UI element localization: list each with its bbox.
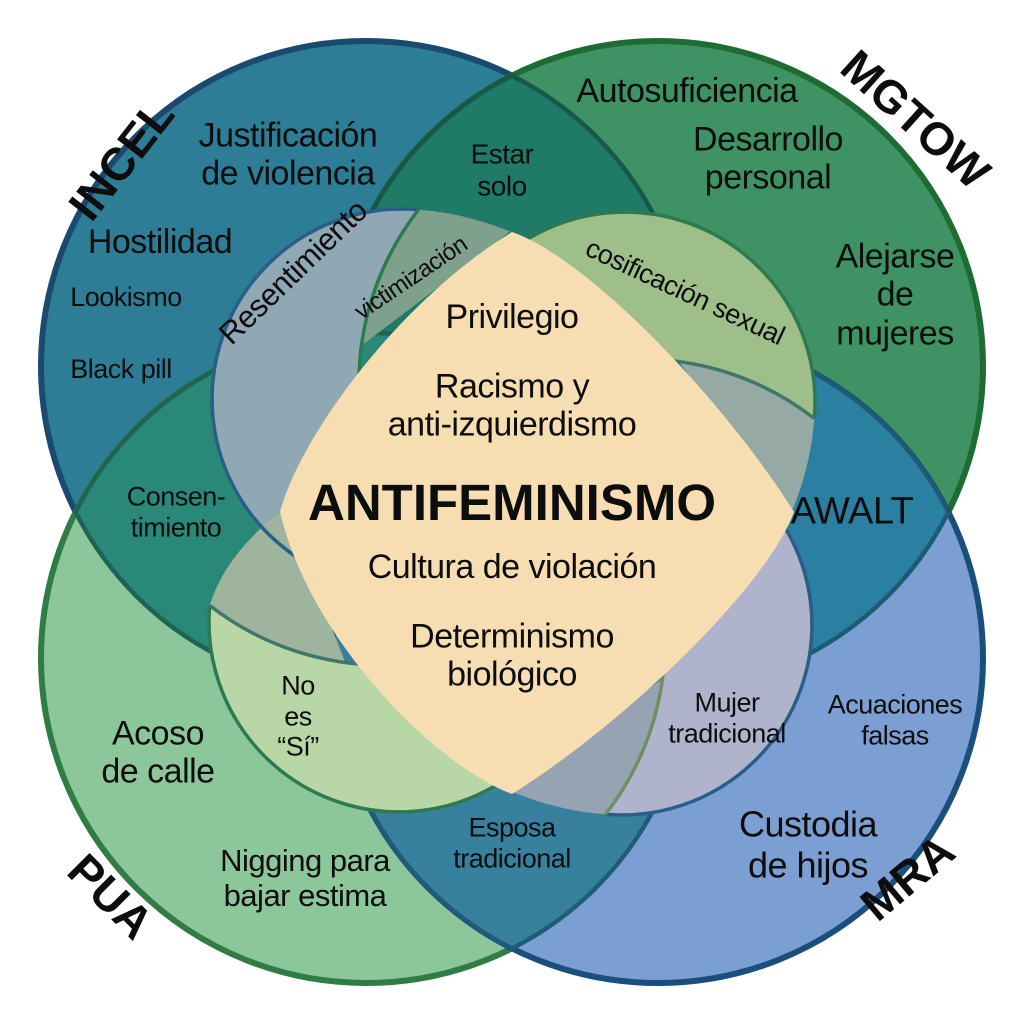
- resentimiento-petal: [212, 208, 444, 589]
- label-black-pill: Black pill: [70, 353, 172, 384]
- label-mujer-tradicional: Mujer tradicional: [668, 687, 786, 749]
- label-hostilidad: Hostilidad: [87, 222, 233, 261]
- label-nigging: Nigging para bajar estima: [220, 842, 390, 913]
- label-lookismo: Lookismo: [70, 281, 182, 312]
- label-racismo: Racismo y anti-izquierdismo: [387, 367, 637, 444]
- label-justificacion: Justificación de violencia: [198, 116, 378, 193]
- antifeminismo-center-region: [280, 232, 794, 794]
- west-wedge: [209, 512, 345, 662]
- label-acoso: Acoso de calle: [101, 714, 215, 791]
- label-no-es-si: No es “Sí”: [277, 670, 319, 762]
- label-cultura: Cultura de violación: [367, 547, 657, 586]
- label-estar-solo: Estar solo: [470, 138, 534, 201]
- label-autosuficiencia: Autosuficiencia: [576, 71, 798, 110]
- south-wedge: [514, 679, 662, 815]
- east-wedge: [679, 362, 815, 510]
- victimizacion-wedge: [362, 209, 510, 345]
- label-alejarse: Alejarse de mujeres: [835, 237, 955, 353]
- label-acuaciones: Acuaciones falsas: [827, 689, 963, 751]
- label-custodia: Custodia de hijos: [738, 803, 878, 885]
- label-determinismo: Determinismo biológico: [410, 617, 614, 694]
- label-consentimiento: Consen- timiento: [126, 481, 226, 543]
- label-antifeminismo: ANTIFEMINISMO: [308, 474, 716, 532]
- label-desarrollo: Desarrollo personal: [693, 120, 843, 197]
- label-esposa-tradicional: Esposa tradicional: [453, 812, 571, 874]
- label-awalt: AWALT: [790, 490, 914, 533]
- label-privilegio: Privilegio: [445, 297, 579, 336]
